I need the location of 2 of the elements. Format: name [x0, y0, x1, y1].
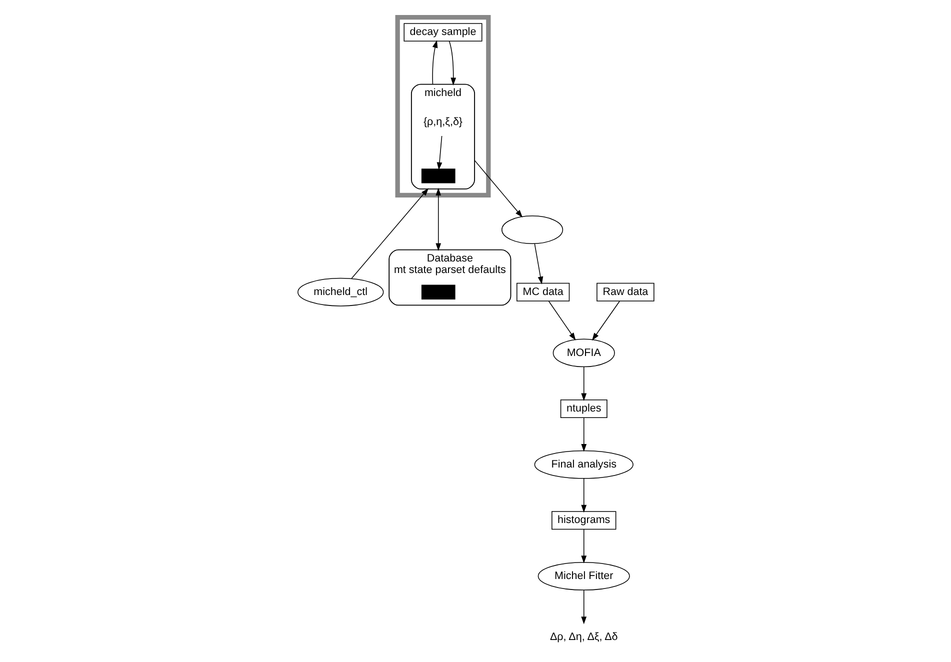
node-text: {ρ,η,ξ,δ}: [422, 116, 462, 128]
node-text: Δρ, Δη, Δξ, Δδ: [549, 630, 618, 643]
